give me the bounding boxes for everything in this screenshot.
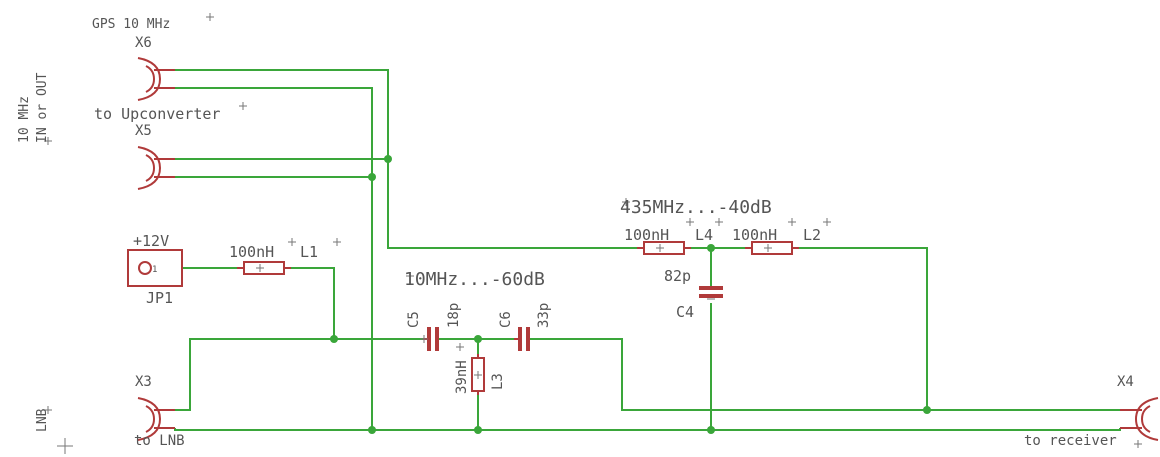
label-l2-name: L2 bbox=[803, 226, 821, 244]
connector-x5 bbox=[137, 146, 175, 190]
label-l1-name: L1 bbox=[300, 243, 318, 261]
junction-dot bbox=[368, 173, 376, 181]
label-to-lnb: to LNB bbox=[134, 433, 185, 449]
junction-dot bbox=[707, 244, 715, 252]
label-c5-value: 18p bbox=[446, 303, 462, 328]
label-c5-name: C5 bbox=[406, 311, 422, 328]
connector-x6 bbox=[137, 57, 175, 101]
label-l1-value: 100nH bbox=[229, 243, 274, 261]
junction-dot bbox=[474, 426, 482, 434]
junctions bbox=[330, 155, 931, 434]
label-10mhz-side: 10 MHz bbox=[17, 96, 32, 143]
label-to-upconverter: to Upconverter bbox=[94, 105, 220, 123]
capacitor-c6 bbox=[514, 327, 530, 351]
label-lnb-side: LNB bbox=[35, 408, 50, 432]
label-jp1-pin: 1 bbox=[152, 265, 157, 275]
label-l4-name: L4 bbox=[695, 226, 713, 244]
inductor-l4 bbox=[637, 241, 691, 255]
junction-dot bbox=[330, 335, 338, 343]
wire-x6-lower bbox=[175, 87, 373, 430]
jumper-jp1 bbox=[127, 249, 183, 287]
wire-c6-out bbox=[530, 338, 927, 411]
label-c4-name: C4 bbox=[676, 303, 694, 321]
capacitor-c4 bbox=[699, 286, 723, 298]
junction-dot bbox=[384, 155, 392, 163]
label-c6-value: 33p bbox=[536, 303, 552, 328]
connector-x4 bbox=[1120, 397, 1159, 441]
label-in-or-out: IN or OUT bbox=[35, 72, 50, 143]
junction-dot bbox=[707, 426, 715, 434]
inductor-l3 bbox=[471, 354, 485, 395]
wire-l1-bus bbox=[291, 267, 335, 339]
label-l4-value: 100nH bbox=[624, 226, 669, 244]
label-c4-value: 82p bbox=[664, 267, 691, 285]
wire-l2-x4 bbox=[799, 247, 1120, 411]
junction-dot bbox=[368, 426, 376, 434]
label-plus12v: +12V bbox=[133, 232, 169, 250]
label-x4: X4 bbox=[1117, 374, 1134, 390]
label-x3: X3 bbox=[135, 374, 152, 390]
wires bbox=[174, 69, 1121, 431]
label-10mhz-note: 10MHz...-60dB bbox=[404, 269, 545, 290]
label-l3-name: L3 bbox=[490, 373, 506, 390]
connector-x3 bbox=[137, 397, 175, 441]
label-jp1: JP1 bbox=[146, 289, 173, 307]
junction-dot bbox=[923, 406, 931, 414]
label-to-receiver: to receiver bbox=[1024, 433, 1117, 449]
wire-x3-c5 bbox=[175, 338, 423, 411]
junction-dot bbox=[474, 335, 482, 343]
label-l3-value: 39nH bbox=[454, 360, 470, 394]
label-x6: X6 bbox=[135, 35, 152, 51]
label-c6-name: C6 bbox=[498, 311, 514, 328]
origin-markers bbox=[44, 13, 1142, 454]
label-435mhz-note: 435MHz...-40dB bbox=[620, 197, 772, 218]
label-gps-10mhz: GPS 10 MHz bbox=[92, 17, 170, 32]
label-l2-value: 100nH bbox=[732, 226, 777, 244]
inductor-l2 bbox=[745, 241, 799, 255]
inductor-l1 bbox=[237, 261, 291, 275]
label-x5: X5 bbox=[135, 123, 152, 139]
wire-ground-bus bbox=[174, 428, 1121, 431]
